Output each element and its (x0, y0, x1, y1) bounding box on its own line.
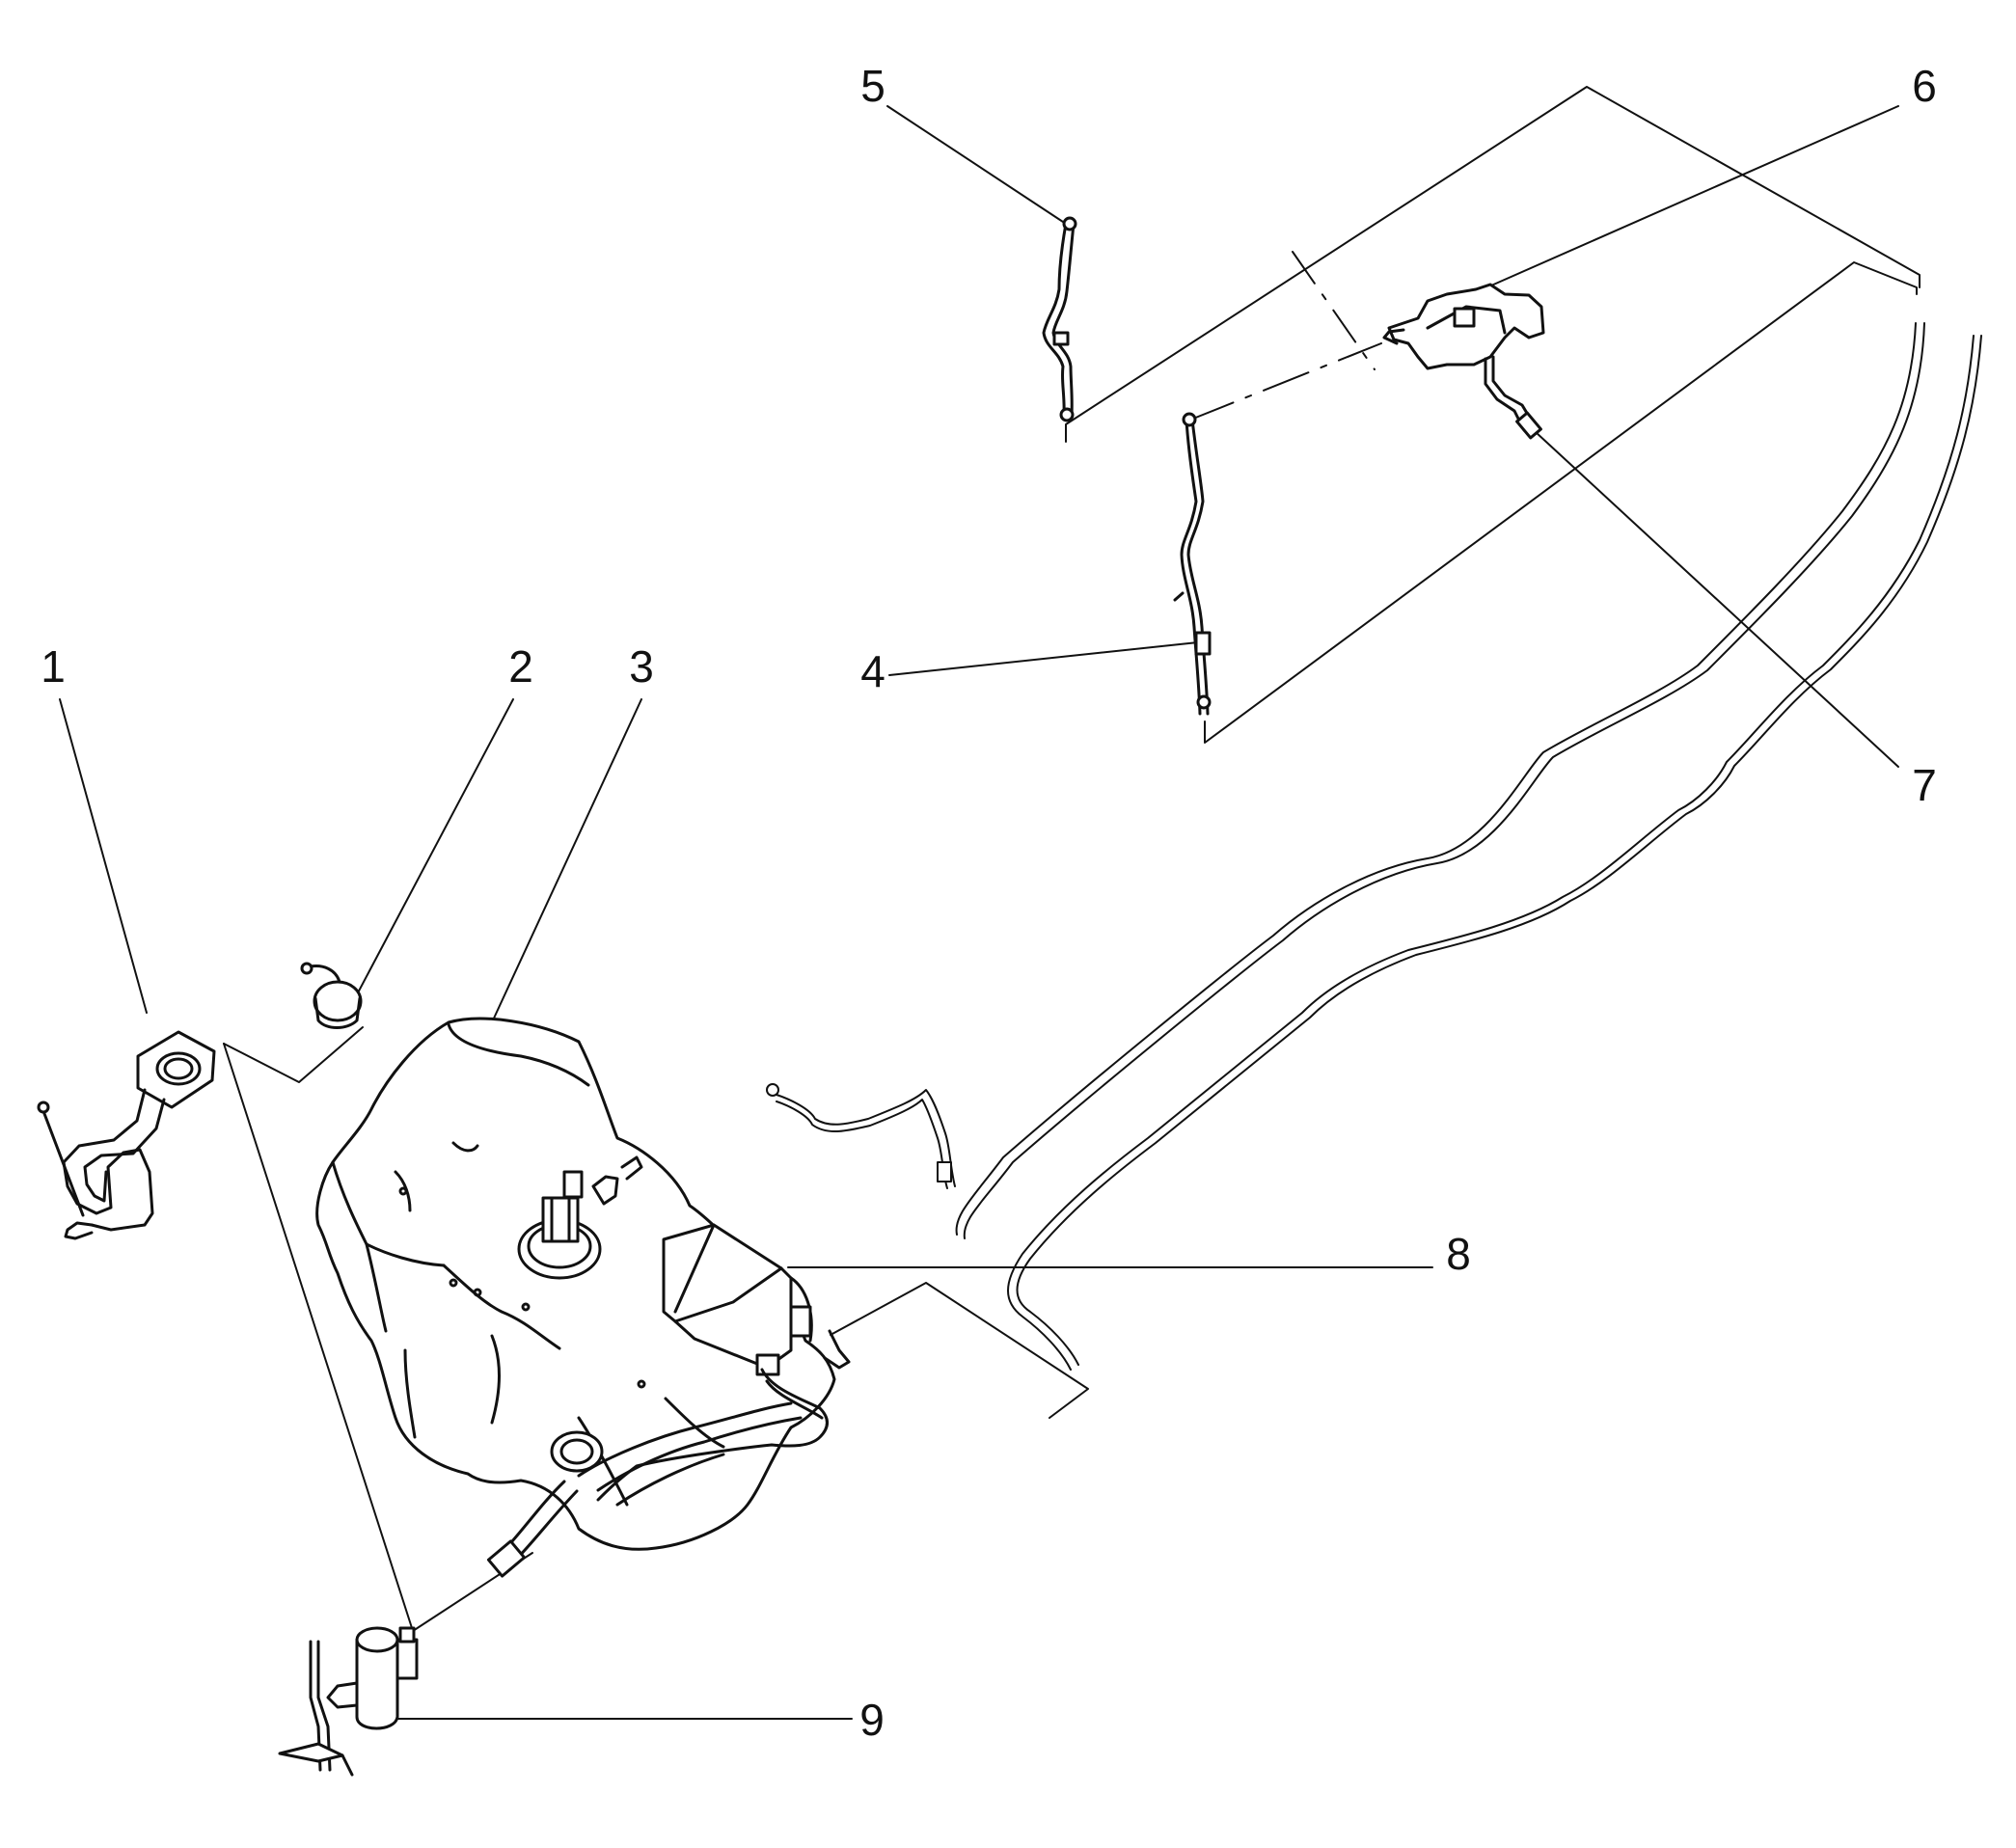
vent-tube (486, 1480, 579, 1578)
callout-1: 1 (41, 641, 66, 692)
leader-line-2 (354, 698, 514, 999)
callout-6: 6 (1912, 61, 1937, 111)
part-8-evap-canister (596, 1223, 851, 1502)
callout-9: 9 (859, 1695, 885, 1745)
long-fuel-lines (766, 322, 1982, 1371)
part-1-filler-pipe (37, 1030, 216, 1240)
part-5-cable (1042, 216, 1077, 422)
leader-line-4 (888, 641, 1199, 676)
callout-5: 5 (860, 61, 885, 111)
callout-3: 3 (629, 641, 654, 692)
part-6-latch-mechanism (1382, 283, 1545, 440)
callout-8: 8 (1446, 1229, 1471, 1279)
leader-line-1 (59, 698, 148, 1014)
leader-line-3 (491, 698, 642, 1023)
part-9-pump-filter (278, 1626, 419, 1777)
part-4-cable (1173, 412, 1212, 716)
leader-lines (59, 105, 1899, 1720)
part-2-fuel-cap (300, 962, 363, 1029)
callout-7: 7 (1912, 760, 1937, 810)
leader-line-7 (1535, 431, 1899, 768)
leader-line-6 (1482, 105, 1899, 290)
callout-labels: 1 2 3 4 5 6 7 8 9 (41, 61, 1937, 1745)
callout-2: 2 (508, 641, 533, 692)
leader-line-5 (886, 105, 1067, 225)
callout-4: 4 (860, 646, 885, 696)
part-3-fuel-tank (315, 1017, 836, 1551)
